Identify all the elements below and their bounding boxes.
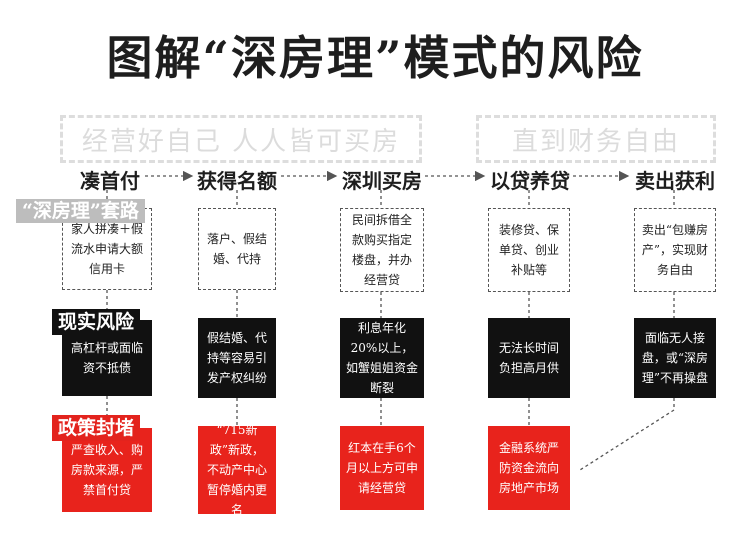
scheme-text: 民间拆借全款购买指定楼盘，并办经营贷 [351, 213, 412, 287]
scheme-box-4: 装修贷、保单贷、创业补贴等 [488, 208, 570, 292]
scheme-text: 落户、假结婚、代持 [206, 232, 267, 266]
stage-5: 卖出获利 [635, 169, 715, 193]
risk-box-2: 假结婚、代持等容易引发产权纠纷 [198, 318, 276, 398]
risk-box-4: 无法长时间负担高月供 [488, 318, 570, 398]
page-title: 图解“深房理”模式的风险 [106, 31, 644, 85]
policy-text: 严查收入、购房款来源，严禁首付贷 [70, 443, 143, 497]
policy-box-1: 严查收入、购房款来源，严禁首付贷 [62, 428, 152, 512]
risk-box-3: 利息年化20%以上，如蟹姐姐资金断裂 [340, 318, 424, 398]
risk-text: 面临无人接盘，或“深房理”不再操盘 [641, 331, 709, 385]
row-label-policy: 政策封堵 [52, 415, 141, 441]
stage-2: 获得名额 [197, 169, 277, 193]
risk-text: 假结婚、代持等容易引发产权纠纷 [206, 331, 267, 385]
scheme-box-2: 落户、假结婚、代持 [198, 208, 276, 290]
scheme-text: 装修贷、保单贷、创业补贴等 [498, 223, 559, 277]
scheme-box-5: 卖出“包赚房产”，实现财务自由 [634, 208, 716, 292]
scheme-box-3: 民间拆借全款购买指定楼盘，并办经营贷 [340, 208, 424, 292]
risk-text: 无法长时间负担高月供 [498, 341, 559, 375]
risk-box-5: 面临无人接盘，或“深房理”不再操盘 [634, 318, 716, 398]
scheme-text: 卖出“包赚房产”，实现财务自由 [641, 223, 709, 277]
row-label-risk: 现实风险 [52, 309, 141, 335]
policy-text: 金融系统严防资金流向房地产市场 [498, 441, 559, 495]
risk-text: 利息年化20%以上，如蟹姐姐资金断裂 [346, 321, 419, 395]
stage-3: 深圳买房 [342, 169, 422, 193]
watermark-slogan-1: 经营好自己 人人皆可买房 [60, 115, 422, 163]
scheme-text: 家人拼凑＋假流水申请大额信用卡 [70, 222, 143, 276]
watermark-slogan-2: 直到财务自由 [476, 115, 716, 163]
policy-text: “715新政”新政，不动产中心暂停婚内更名 [206, 423, 267, 517]
policy-box-2: “715新政”新政，不动产中心暂停婚内更名 [198, 423, 276, 517]
policy-box-4: 金融系统严防资金流向房地产市场 [488, 426, 570, 510]
stage-4: 以贷养贷 [490, 169, 570, 193]
risk-text: 高杠杆或面临资不抵债 [70, 341, 143, 375]
policy-box-3: 红本在手6个月以上方可申请经营贷 [340, 426, 424, 510]
row-label-scheme: “深房理”套路 [16, 199, 145, 223]
stage-1: 凑首付 [80, 169, 140, 193]
policy-text: 红本在手6个月以上方可申请经营贷 [346, 441, 419, 495]
